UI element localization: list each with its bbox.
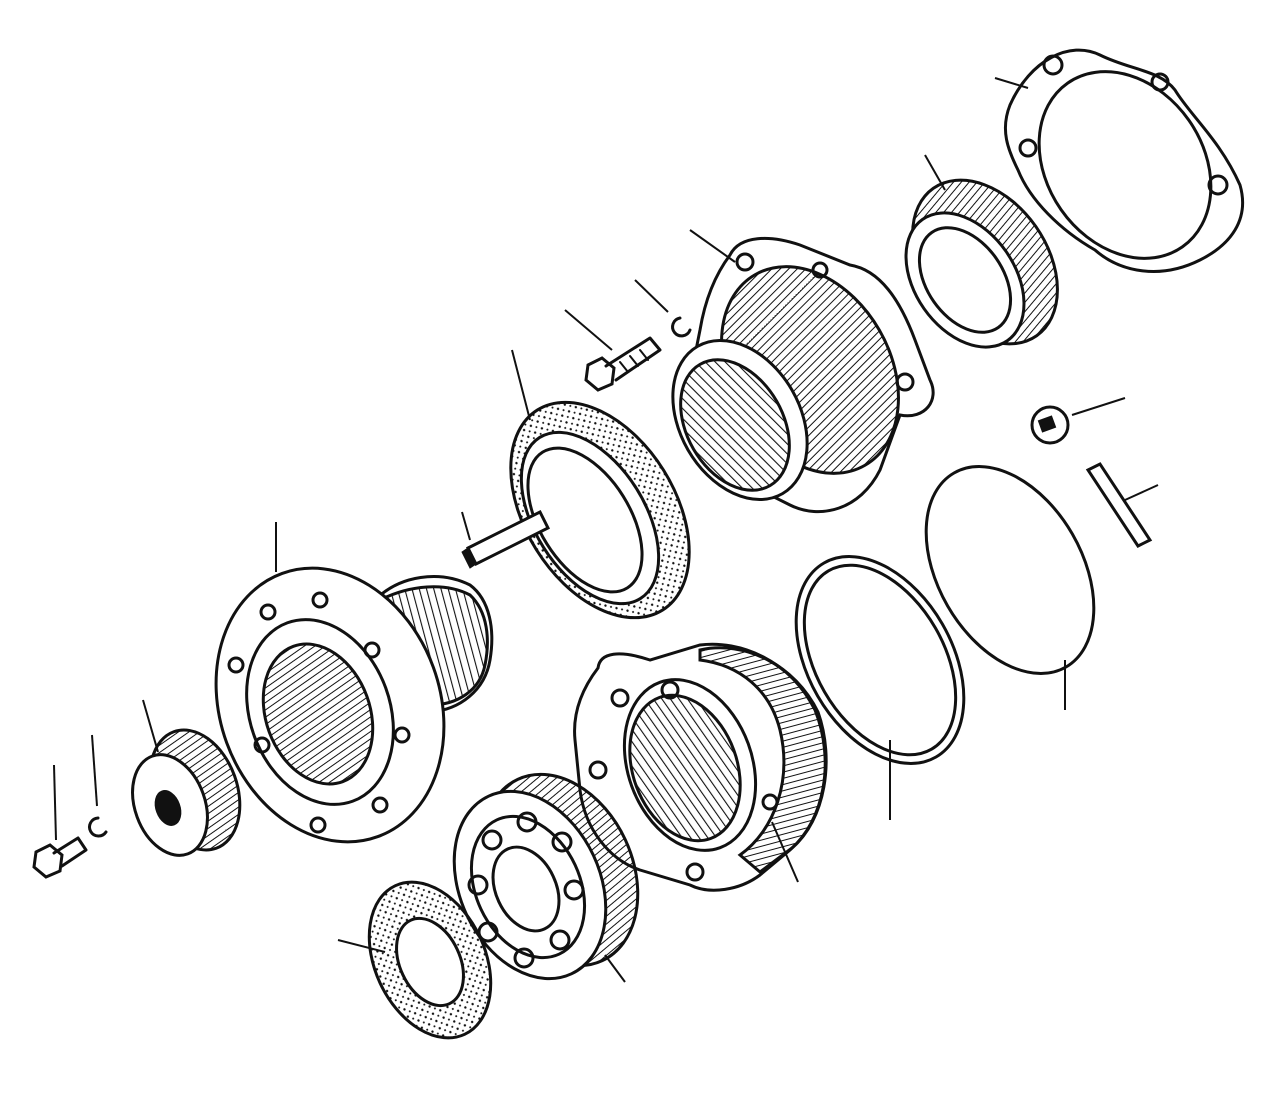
dowel-pin [1085,462,1159,548]
bearing-outer-race [904,154,1059,349]
gasket [994,48,1245,273]
retainer-plate [131,699,242,857]
bolt-lower [32,764,88,879]
key [461,509,551,569]
c-clip-upper [634,279,692,338]
oil-seal-large [509,349,691,620]
bolt-upper [564,309,662,392]
c-clip-lower [88,734,108,838]
o-ring-large [794,555,966,820]
output-flange [214,522,494,844]
rear-housing [573,642,828,892]
o-ring-medium [924,465,1096,710]
oil-seal-small [337,880,493,1040]
bearing-housing [671,229,935,514]
oil-filler-plug [1030,397,1126,445]
